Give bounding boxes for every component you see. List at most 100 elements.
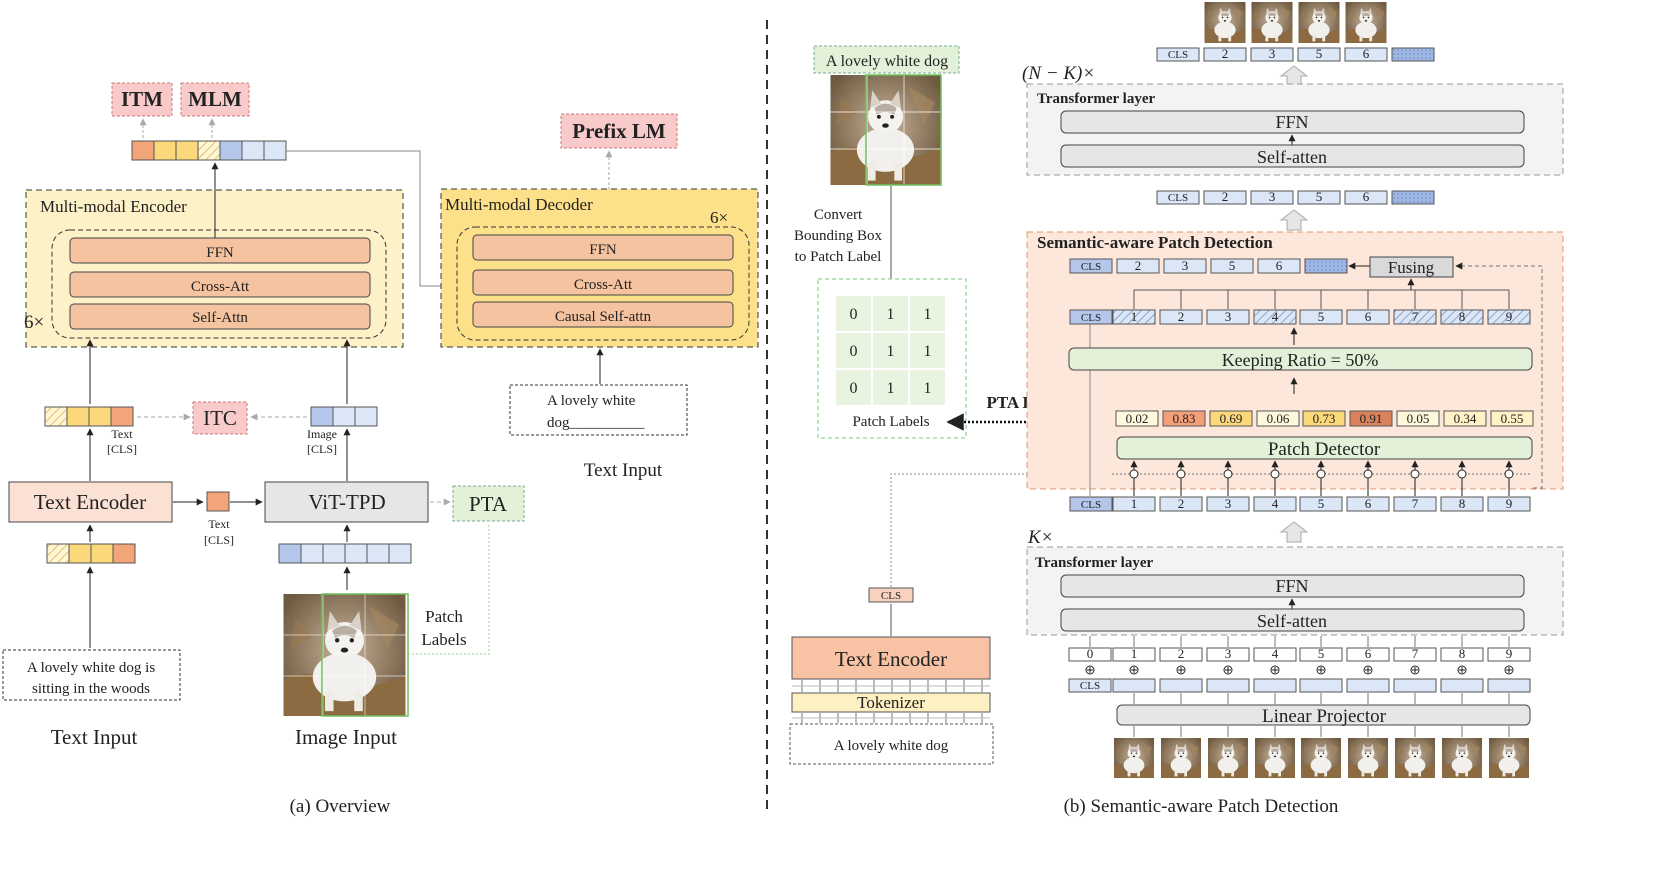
kept-token-label: 6	[1365, 309, 1372, 324]
kept-token-label: 2	[1222, 46, 1229, 61]
keeping-ratio-box	[1068, 347, 1533, 371]
patch-score	[1302, 410, 1346, 427]
patch-image	[1114, 738, 1154, 778]
svg-text:Text: Text	[111, 427, 133, 441]
dropped-token	[1440, 309, 1484, 325]
overview-panel: ITM MLM Multi-modal Encoder 6× FFN Cross…	[2, 82, 759, 817]
encoder-self-attn	[69, 303, 371, 330]
patch-embedding	[1393, 678, 1437, 693]
k-token-label: 2	[1178, 496, 1185, 511]
patch-score	[1209, 410, 1253, 427]
patch-image	[1395, 738, 1435, 778]
k-token	[1112, 496, 1156, 512]
kept-token-label: 5	[1229, 258, 1236, 273]
position-id-label: 7	[1412, 646, 1419, 661]
patch-image	[1301, 738, 1341, 778]
k-token-label: 7	[1412, 496, 1419, 511]
tokenizer-ticks	[792, 680, 990, 692]
position-id-label: 2	[1178, 646, 1185, 661]
k-token	[1393, 496, 1437, 512]
prefix-lm-box	[560, 113, 678, 149]
kept-token-label: 3	[1269, 46, 1276, 61]
dot-product-icon	[1270, 469, 1280, 479]
dot-product-icon	[1316, 469, 1326, 479]
patch-image	[1348, 738, 1388, 778]
svg-text:Fusing: Fusing	[1388, 258, 1435, 277]
position-id-label: 8	[1459, 646, 1466, 661]
decoder-repeat: 6×	[710, 208, 728, 227]
dot-product-icon	[1176, 469, 1186, 479]
patch-embedding	[1346, 678, 1390, 693]
kept-token	[1159, 309, 1203, 325]
svg-text:Text: Text	[208, 517, 230, 531]
k-token-label: 1	[1131, 496, 1138, 511]
kept-token-label: 6	[1363, 46, 1370, 61]
svg-text:Cross-Att: Cross-Att	[574, 277, 633, 293]
patch-score	[1162, 410, 1206, 427]
text-encoder-box	[8, 481, 173, 523]
patch-label-value: 0	[850, 343, 858, 360]
decoder-text-input-label: Text Input	[584, 460, 663, 481]
cls-token	[1069, 309, 1113, 325]
prefix-lm-label: Prefix LM	[572, 119, 666, 143]
svg-text:Patch Detector: Patch Detector	[1268, 439, 1381, 460]
svg-text:dog__________: dog__________	[547, 415, 645, 431]
k-token-label: 5	[1318, 496, 1325, 511]
patch-label-cell	[873, 333, 908, 368]
svg-text:FFN: FFN	[589, 242, 617, 258]
svg-text:Self-Attn: Self-Attn	[192, 310, 248, 326]
caption-box	[813, 45, 960, 74]
position-id-label: 1	[1131, 646, 1138, 661]
dot-product-icon	[1223, 469, 1233, 479]
kept-token	[1297, 47, 1341, 62]
patch-score-label: 0.69	[1220, 411, 1243, 426]
kept-token	[1299, 309, 1343, 325]
kept-token-label: 6	[1363, 189, 1370, 204]
svg-text:A lovely white dog is: A lovely white dog is	[27, 660, 155, 676]
text-input-label: Text Input	[51, 725, 138, 749]
position-id	[1440, 647, 1484, 662]
image-input-label: Image Input	[295, 725, 397, 749]
text-cls-token-right	[868, 587, 914, 603]
position-id	[1346, 647, 1390, 662]
spd-title: Semantic-aware Patch Detection	[1037, 233, 1273, 252]
svg-text:FFN: FFN	[1275, 576, 1308, 596]
patch-label-cell	[873, 370, 908, 405]
dropped-token-label: 7	[1412, 309, 1419, 324]
patch-image	[1255, 738, 1295, 778]
text-cls-tokens	[44, 406, 134, 427]
detector-input-row	[1112, 460, 1530, 496]
dropped-token-label: 1	[1131, 309, 1138, 324]
caption-spd: (b) Semantic-aware Patch Detection	[1064, 796, 1339, 817]
svg-text:sitting in the woods: sitting in the woods	[32, 681, 150, 697]
kept-token-label: 3	[1225, 309, 1232, 324]
input-patch-images	[1114, 726, 1529, 778]
cls-token	[1156, 190, 1200, 205]
kept-token	[1210, 258, 1254, 274]
patch-embedding	[1440, 678, 1484, 693]
kept-token	[1344, 190, 1388, 205]
position-id	[1253, 647, 1297, 662]
kept-token	[1206, 309, 1250, 325]
cls-token-label: CLS	[1081, 499, 1101, 511]
patch-label-cell	[910, 370, 945, 405]
patch-score-label: 0.34	[1454, 411, 1477, 426]
encoder-cross-att	[69, 271, 371, 298]
tokenizer-input-ticks	[792, 713, 990, 723]
k-token-label: 3	[1225, 496, 1232, 511]
patch-label-value: 1	[887, 343, 895, 360]
patch-score	[1396, 410, 1440, 427]
kept-token	[1250, 190, 1294, 205]
decoder-ffn	[472, 234, 734, 261]
cls-token	[1068, 678, 1112, 693]
position-id-label: 9	[1506, 646, 1513, 661]
k-token	[1253, 496, 1297, 512]
svg-text:[CLS]: [CLS]	[307, 442, 337, 456]
position-id	[1393, 647, 1437, 662]
svg-text:FFN: FFN	[206, 245, 234, 261]
pta-label: PTA	[469, 492, 508, 516]
